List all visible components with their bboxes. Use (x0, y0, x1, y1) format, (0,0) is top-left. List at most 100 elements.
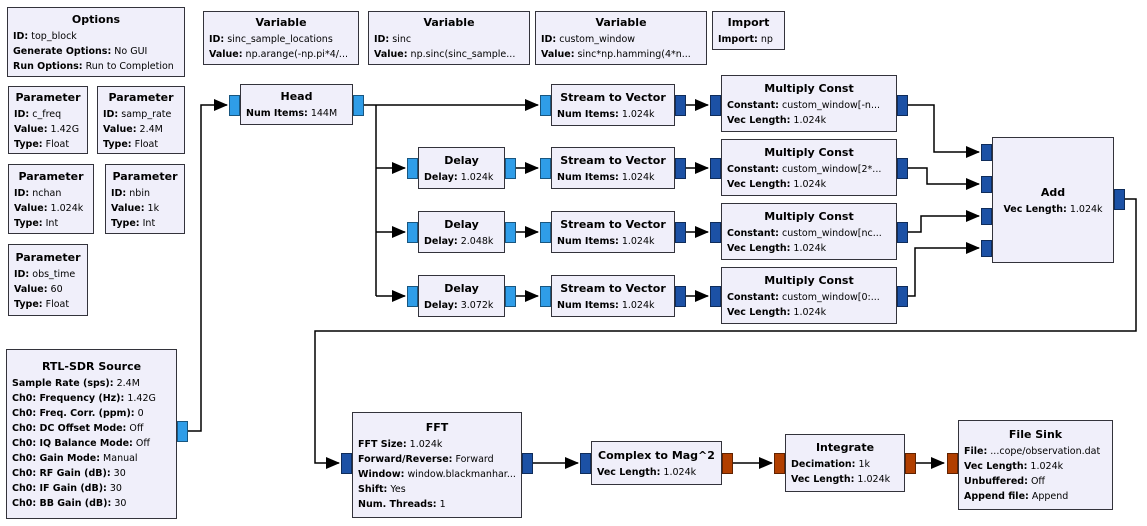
integrate-port-out0[interactable] (905, 452, 916, 474)
delay-2-port-in0[interactable] (407, 221, 418, 243)
block-title: Head (280, 90, 313, 103)
wire-multiply-const-3-to-add[interactable] (908, 210, 980, 233)
complex-to-mag2-port-out0[interactable] (722, 452, 733, 474)
multiply-const-1-port-out0[interactable] (897, 94, 908, 116)
wire-add-to-fft[interactable] (314, 198, 1137, 469)
add-port-in2[interactable] (981, 207, 992, 225)
fft-port-out0[interactable] (522, 452, 533, 474)
stream-to-vector-4-port-out0[interactable] (675, 285, 686, 307)
property-value: 1k (858, 459, 870, 470)
multiply-const-1-port-in0[interactable] (710, 94, 721, 116)
add-port-in0[interactable] (981, 143, 992, 161)
fft-port-in0[interactable] (341, 452, 352, 474)
delay-1-port-in0[interactable] (407, 157, 418, 179)
delay-3-port-out0[interactable] (505, 285, 516, 307)
wire-multiply-const-2-to-add[interactable] (908, 167, 980, 190)
block-title: Stream to Vector (560, 217, 666, 231)
add-port-in1[interactable] (981, 175, 992, 193)
block-property: ID: nbin (106, 186, 184, 201)
block-property: Delay: 1.024k (419, 170, 504, 185)
property-value: 1.024k (793, 306, 827, 318)
block-property: Vec Length: 1.024k (959, 459, 1112, 474)
multiply-const-4-port-in0[interactable] (710, 285, 721, 307)
block-title: Parameter (15, 250, 81, 264)
head-port-out0[interactable] (353, 94, 364, 116)
multiply-const-3-port-out0[interactable] (897, 221, 908, 243)
block-property: Ch0: Frequency (Hz): 1.42G (7, 391, 176, 406)
head-port-in0[interactable] (229, 94, 240, 116)
property-label: Value: (14, 202, 48, 214)
property-value: 1.024k (621, 108, 655, 120)
property-label: Type: (14, 217, 43, 229)
multiply-const-3-port-in0[interactable] (710, 221, 721, 243)
stream-to-vector-1-port-in0[interactable] (540, 94, 551, 116)
wire-rtl-sdr-to-head[interactable] (188, 99, 228, 432)
wire-multiply-const-1-to-add[interactable] (908, 104, 980, 158)
stream-to-vector-4-port-in0[interactable] (540, 285, 551, 307)
property-value: 1.024k (621, 171, 655, 183)
rtl-sdr-source-port-out0[interactable] (177, 420, 188, 442)
property-label: Delay: (424, 299, 458, 311)
block-property: Ch0: BB Gain (dB): 30 (7, 496, 176, 511)
block-title: Stream to Vector (560, 281, 666, 295)
stream-to-vector-2-port-in0[interactable] (540, 157, 551, 179)
block-property: Constant: custom_window[nc... (722, 226, 896, 241)
delay-2-port-out0[interactable] (505, 221, 516, 243)
add-port-in3[interactable] (981, 239, 992, 257)
block-property: Ch0: RF Gain (dB): 30 (7, 466, 176, 481)
property-value: 2.4M (139, 123, 163, 135)
stream-to-vector-3-port-in0[interactable] (540, 221, 551, 243)
block-title: Stream to Vector (560, 90, 666, 104)
stream-to-vector-1-port-out0[interactable] (675, 94, 686, 116)
file-sink-port-in0[interactable] (947, 452, 958, 474)
add-port-out0[interactable] (1114, 188, 1125, 210)
property-value: 30 (113, 467, 126, 479)
complex-to-mag2-port-in0[interactable] (580, 452, 591, 474)
multiply-const-2-port-out0[interactable] (897, 157, 908, 179)
property-label: Window: (358, 468, 405, 480)
property-value: No GUI (114, 45, 148, 57)
delay-3-port-in0[interactable] (407, 285, 418, 307)
wire-multiply-const-4-to-add[interactable] (908, 242, 980, 297)
integrate-port-in0[interactable] (774, 452, 785, 474)
multiply-const-4-port-out0[interactable] (897, 285, 908, 307)
property-value: 1.024k (1069, 203, 1103, 215)
delay-1-port-out0[interactable] (505, 157, 516, 179)
stream-to-vector-3-port-out0[interactable] (675, 221, 686, 243)
property-value: 1.024k (663, 466, 697, 478)
property-value: Off (129, 422, 144, 434)
stream-to-vector-2-port-out0[interactable] (675, 157, 686, 179)
multiply-const-2-port-in0[interactable] (710, 157, 721, 179)
property-value: np (760, 34, 773, 45)
